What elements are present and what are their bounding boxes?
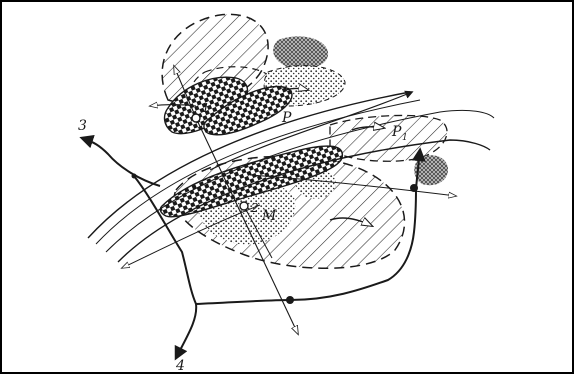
route-3-line <box>82 138 160 186</box>
label-point-P: P <box>281 110 292 126</box>
node-junction-bottom <box>286 296 294 304</box>
label-route-4: 4 <box>175 358 185 374</box>
label-route-3: 3 <box>78 118 87 134</box>
label-point-P1-sub: 1 <box>402 133 408 143</box>
label-point-2: 2 <box>250 201 259 215</box>
node-junction-right <box>410 184 418 192</box>
label-point-P1: P <box>391 124 402 140</box>
zone-stippled-top <box>273 36 328 69</box>
node-1 <box>192 114 200 122</box>
node-junction-left <box>132 174 137 179</box>
node-2 <box>240 202 248 210</box>
label-point-M: M <box>261 208 277 224</box>
label-point-1: 1 <box>202 101 210 115</box>
